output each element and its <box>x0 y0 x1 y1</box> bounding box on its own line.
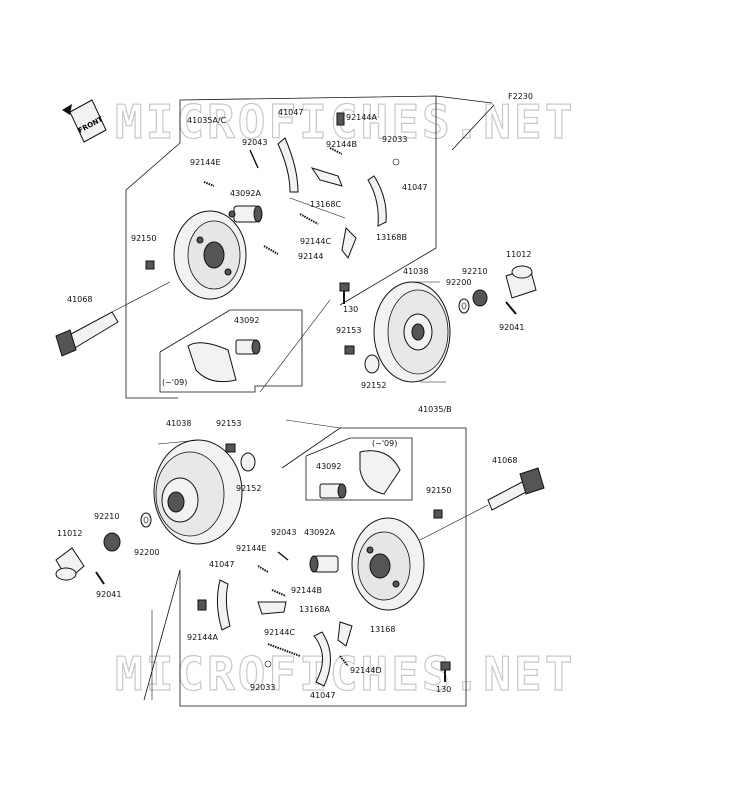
upper-washer-92200 <box>458 298 470 314</box>
label-11012: 11012 <box>506 250 531 259</box>
label-43092A-lower: 43092A <box>304 528 335 537</box>
label-92144B: 92144B <box>326 140 357 149</box>
label-13168: 13168 <box>370 625 395 634</box>
label-41047-lower: 41047 <box>209 560 234 569</box>
label-92200: 92200 <box>446 278 471 287</box>
lower-springs <box>257 509 443 668</box>
lower-seal-92152 <box>240 452 256 472</box>
label-92144A-lower: 92144A <box>187 633 218 642</box>
label-92043-lower: 92043 <box>271 528 296 537</box>
label-92144A: 92144A <box>346 113 377 122</box>
label-note-bottom: (~'09) <box>372 439 397 448</box>
label-92144: 92144 <box>298 252 323 261</box>
front-arrow-icon: FRONT <box>62 99 107 143</box>
label-92041: 92041 <box>499 323 524 332</box>
upper-detail-box <box>159 309 303 393</box>
label-92150: 92150 <box>131 234 156 243</box>
label-43092: 43092 <box>234 316 259 325</box>
label-41047-b: 41047 <box>402 183 427 192</box>
label-92041-lower: 92041 <box>96 590 121 599</box>
lower-pin-92041 <box>95 571 105 585</box>
label-130: 130 <box>343 305 358 314</box>
label-92152-lower: 92152 <box>236 484 261 493</box>
label-41068-lower: 41068 <box>492 456 517 465</box>
lower-bolt-130 <box>440 661 451 682</box>
label-92144E: 92144E <box>190 158 221 167</box>
label-92210: 92210 <box>462 267 487 276</box>
lower-axle-shaft <box>419 467 545 541</box>
label-92144D: 92144D <box>350 666 382 675</box>
upper-drum-seal <box>364 354 380 374</box>
label-41047-lower-b: 41047 <box>310 691 335 700</box>
upper-brake-frame <box>125 95 495 399</box>
upper-backing-plate <box>173 210 247 300</box>
lower-detail-parts <box>319 450 401 499</box>
label-92033: 92033 <box>382 135 407 144</box>
lower-brake-frame <box>143 419 467 707</box>
upper-bolt-130 <box>339 282 350 304</box>
label-note-top: (~'09) <box>162 378 187 387</box>
watermark-bottom: MICROFICHES.NET <box>115 647 575 701</box>
label-92144C: 92144C <box>300 237 331 246</box>
label-41068: 41068 <box>67 295 92 304</box>
lower-detail-box <box>305 437 413 501</box>
label-13168A: 13168A <box>299 605 330 614</box>
label-92033-lower: 92033 <box>250 683 275 692</box>
upper-springs <box>145 147 400 270</box>
lower-cap-11012 <box>55 547 85 581</box>
label-11012-lower: 11012 <box>57 529 82 538</box>
lower-bolt-92153 <box>225 443 236 453</box>
lower-brake-shoes <box>197 579 353 687</box>
upper-nut-92210 <box>472 289 488 307</box>
upper-drum <box>373 281 451 383</box>
label-92153-lower: 92153 <box>216 419 241 428</box>
label-41038-lower: 41038 <box>166 419 191 428</box>
label-41035B: 41035/B <box>418 405 452 414</box>
upper-wheel-cylinder <box>228 205 263 223</box>
label-13168B: 13168B <box>376 233 407 242</box>
figure-code: F2230 <box>508 92 533 101</box>
lower-nut-92210 <box>103 532 121 552</box>
upper-axle-shaft <box>55 281 171 357</box>
label-130-lower: 130 <box>436 685 451 694</box>
label-41047: 41047 <box>278 108 303 117</box>
label-92144C-lower: 92144C <box>264 628 295 637</box>
label-43092A: 43092A <box>230 189 261 198</box>
upper-bolt-92153 <box>344 345 355 355</box>
label-92144B-lower: 92144B <box>291 586 322 595</box>
label-13168C: 13168C <box>310 200 341 209</box>
upper-cap-11012 <box>505 265 537 299</box>
lower-drum <box>153 439 243 545</box>
label-92144E-lower: 92144E <box>236 544 267 553</box>
lower-backing-plate <box>351 517 425 611</box>
label-92153: 92153 <box>336 326 361 335</box>
label-41038: 41038 <box>403 267 428 276</box>
upper-brake-shoes <box>277 112 387 260</box>
label-41035AC: 41035A/C <box>187 116 227 125</box>
lower-washer-92200 <box>140 512 152 528</box>
label-43092-lower: 43092 <box>316 462 341 471</box>
label-92210-lower: 92210 <box>94 512 119 521</box>
label-92150-lower: 92150 <box>426 486 451 495</box>
label-92152: 92152 <box>361 381 386 390</box>
upper-detail-parts <box>187 339 261 383</box>
upper-pin-92041 <box>505 301 517 315</box>
lower-wheel-cylinder <box>309 555 339 573</box>
label-92043: 92043 <box>242 138 267 147</box>
label-92200-lower: 92200 <box>134 548 159 557</box>
